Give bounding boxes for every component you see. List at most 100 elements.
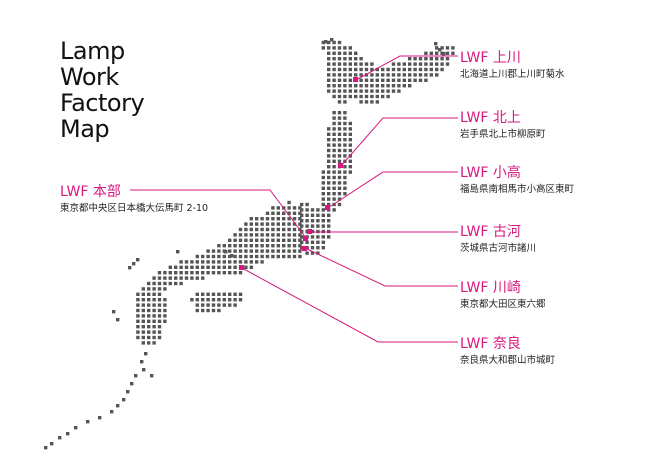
map-dot: [244, 222, 248, 226]
location-address: 東京都中央区日本橋大伝馬町 2-10: [60, 203, 209, 214]
map-dot: [190, 265, 194, 269]
map-dot: [260, 244, 264, 248]
map-dot: [255, 222, 259, 226]
map-dot: [424, 78, 428, 82]
map-dot: [327, 57, 331, 61]
map-dot: [316, 246, 320, 250]
map-dot: [332, 154, 336, 158]
location-kamikawa[interactable]: LWF 上川 北海道上川郡上川町菊水: [460, 50, 565, 81]
map-dot: [136, 330, 140, 334]
map-dot: [364, 78, 369, 82]
leader-lines: [130, 55, 458, 343]
map-dot: [233, 238, 237, 242]
map-dot: [136, 308, 140, 313]
map-dot: [152, 319, 156, 323]
location-odaka[interactable]: LWF 小高 福島県南相馬市小高区東町: [460, 165, 574, 196]
map-dot: [271, 249, 275, 253]
map-dot: [327, 192, 331, 196]
map-dot: [222, 265, 226, 269]
map-dot: [359, 57, 363, 61]
map-dot: [386, 94, 390, 99]
map-dot: [332, 127, 336, 131]
map-dot: [292, 211, 297, 215]
map-dot: [300, 235, 304, 239]
map-dot: [249, 265, 253, 269]
map-dot: [332, 138, 336, 142]
map-dot: [343, 78, 347, 82]
map-dot: [228, 265, 232, 269]
map-dot: [163, 287, 167, 291]
map-dot: [337, 94, 342, 99]
marker-honbu[interactable]: [303, 236, 308, 241]
map-dot: [238, 238, 243, 242]
location-name: LWF 古河: [460, 224, 521, 240]
map-dot: [144, 352, 148, 356]
map-dot: [190, 276, 194, 280]
map-dot: [249, 260, 253, 264]
map-dot: [244, 254, 248, 259]
map-dot: [201, 308, 205, 313]
map-dot: [305, 251, 309, 255]
map-dot: [282, 233, 286, 237]
map-dot: [116, 404, 120, 408]
map-dot: [337, 127, 342, 131]
map-dot: [271, 244, 275, 248]
map-dot: [364, 89, 369, 93]
map-dot: [276, 254, 280, 259]
map-dot: [176, 250, 180, 254]
map-dot: [168, 281, 172, 286]
map-dot: [381, 78, 385, 82]
map-dot: [136, 314, 140, 318]
map-dot: [265, 238, 270, 242]
marker-koga[interactable]: [307, 229, 312, 234]
location-honbu[interactable]: LWF 本部 東京都中央区日本橋大伝馬町 2-10: [60, 184, 208, 215]
map-dot: [321, 240, 325, 244]
map-dot: [282, 227, 286, 232]
location-koga[interactable]: LWF 古河 茨城県古河市諸川: [460, 224, 536, 255]
map-dot: [222, 303, 226, 307]
location-nara[interactable]: LWF 奈良 奈良県大和郡山市城町: [460, 336, 555, 367]
map-dot: [287, 200, 291, 205]
map-dot: [343, 138, 347, 142]
map-dot: [354, 89, 358, 93]
map-dot: [147, 325, 151, 329]
map-dot: [233, 244, 237, 248]
map-dot: [332, 165, 336, 169]
map-dot: [184, 276, 189, 280]
map-dot: [327, 89, 331, 93]
map-dot: [321, 235, 325, 239]
map-dot: [157, 276, 162, 280]
location-kitakami[interactable]: LWF 北上 岩手県北上市柳原町: [460, 110, 546, 141]
map-dot: [255, 238, 259, 242]
map-dot: [343, 192, 347, 196]
marker-odaka[interactable]: [325, 205, 330, 210]
marker-nara[interactable]: [239, 265, 244, 270]
marker-kawasaki[interactable]: [302, 246, 307, 251]
map-dot: [343, 94, 347, 99]
location-kawasaki[interactable]: LWF 川崎 東京都大田区東六郷: [460, 280, 546, 311]
map-dot: [348, 148, 352, 153]
map-dot: [201, 303, 205, 307]
map-dot: [375, 67, 379, 72]
map-dot: [327, 73, 331, 77]
marker-kamikawa[interactable]: [353, 77, 358, 82]
map-dot: [271, 217, 275, 221]
map-dot: [337, 138, 342, 142]
map-dot: [271, 206, 275, 210]
map-dot: [445, 62, 450, 66]
map-dot: [179, 265, 183, 269]
map-dot: [244, 260, 248, 264]
map-dot: [359, 94, 363, 99]
map-dot: [451, 51, 455, 55]
map-dot: [321, 40, 325, 45]
map-dot: [386, 84, 390, 88]
location-name: LWF 本部: [60, 184, 121, 200]
marker-kitakami[interactable]: [338, 163, 343, 168]
map-dot: [337, 51, 342, 55]
map-dot: [152, 281, 156, 286]
map-dot: [276, 249, 280, 253]
map-dot: [337, 148, 342, 153]
map-dot: [265, 222, 270, 226]
map-dot: [408, 57, 412, 61]
map-dot: [195, 271, 199, 275]
